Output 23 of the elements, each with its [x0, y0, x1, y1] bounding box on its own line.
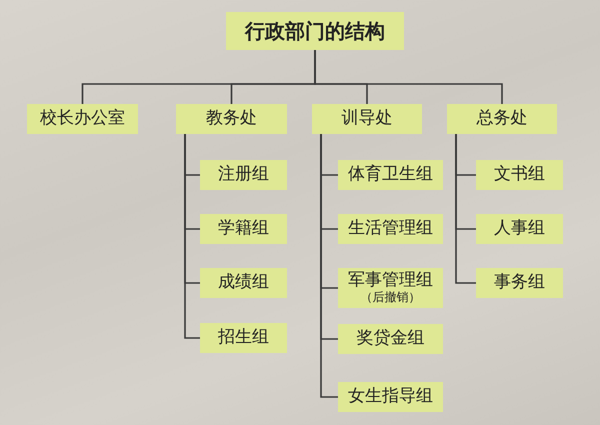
title-box: 行政部门的结构	[226, 12, 404, 50]
org-box: 女生指导组	[338, 382, 443, 412]
connector-line	[314, 50, 503, 104]
box-label: 军事管理组	[348, 271, 433, 291]
org-box: 训导处	[312, 104, 422, 134]
org-box: 奖贷金组	[338, 324, 443, 354]
org-box: 文书组	[476, 160, 563, 190]
connector-line	[320, 134, 338, 398]
connector-line	[184, 134, 200, 339]
org-box: 校长办公室	[27, 104, 138, 134]
org-box: 体育卫生组	[338, 160, 443, 190]
org-box: 招生组	[200, 323, 287, 353]
org-box: 教务处	[176, 104, 287, 134]
org-box: 成绩组	[200, 268, 287, 298]
org-box	[338, 268, 443, 308]
box-note: （后撤销）	[360, 290, 420, 305]
org-box: 事务组	[476, 268, 563, 298]
org-box: 注册组	[200, 160, 287, 190]
org-box: 生活管理组	[338, 214, 443, 244]
org-box: 人事组	[476, 214, 563, 244]
org-box: 总务处	[447, 104, 557, 134]
org-box: 学籍组	[200, 214, 287, 244]
connector-line	[455, 134, 476, 284]
